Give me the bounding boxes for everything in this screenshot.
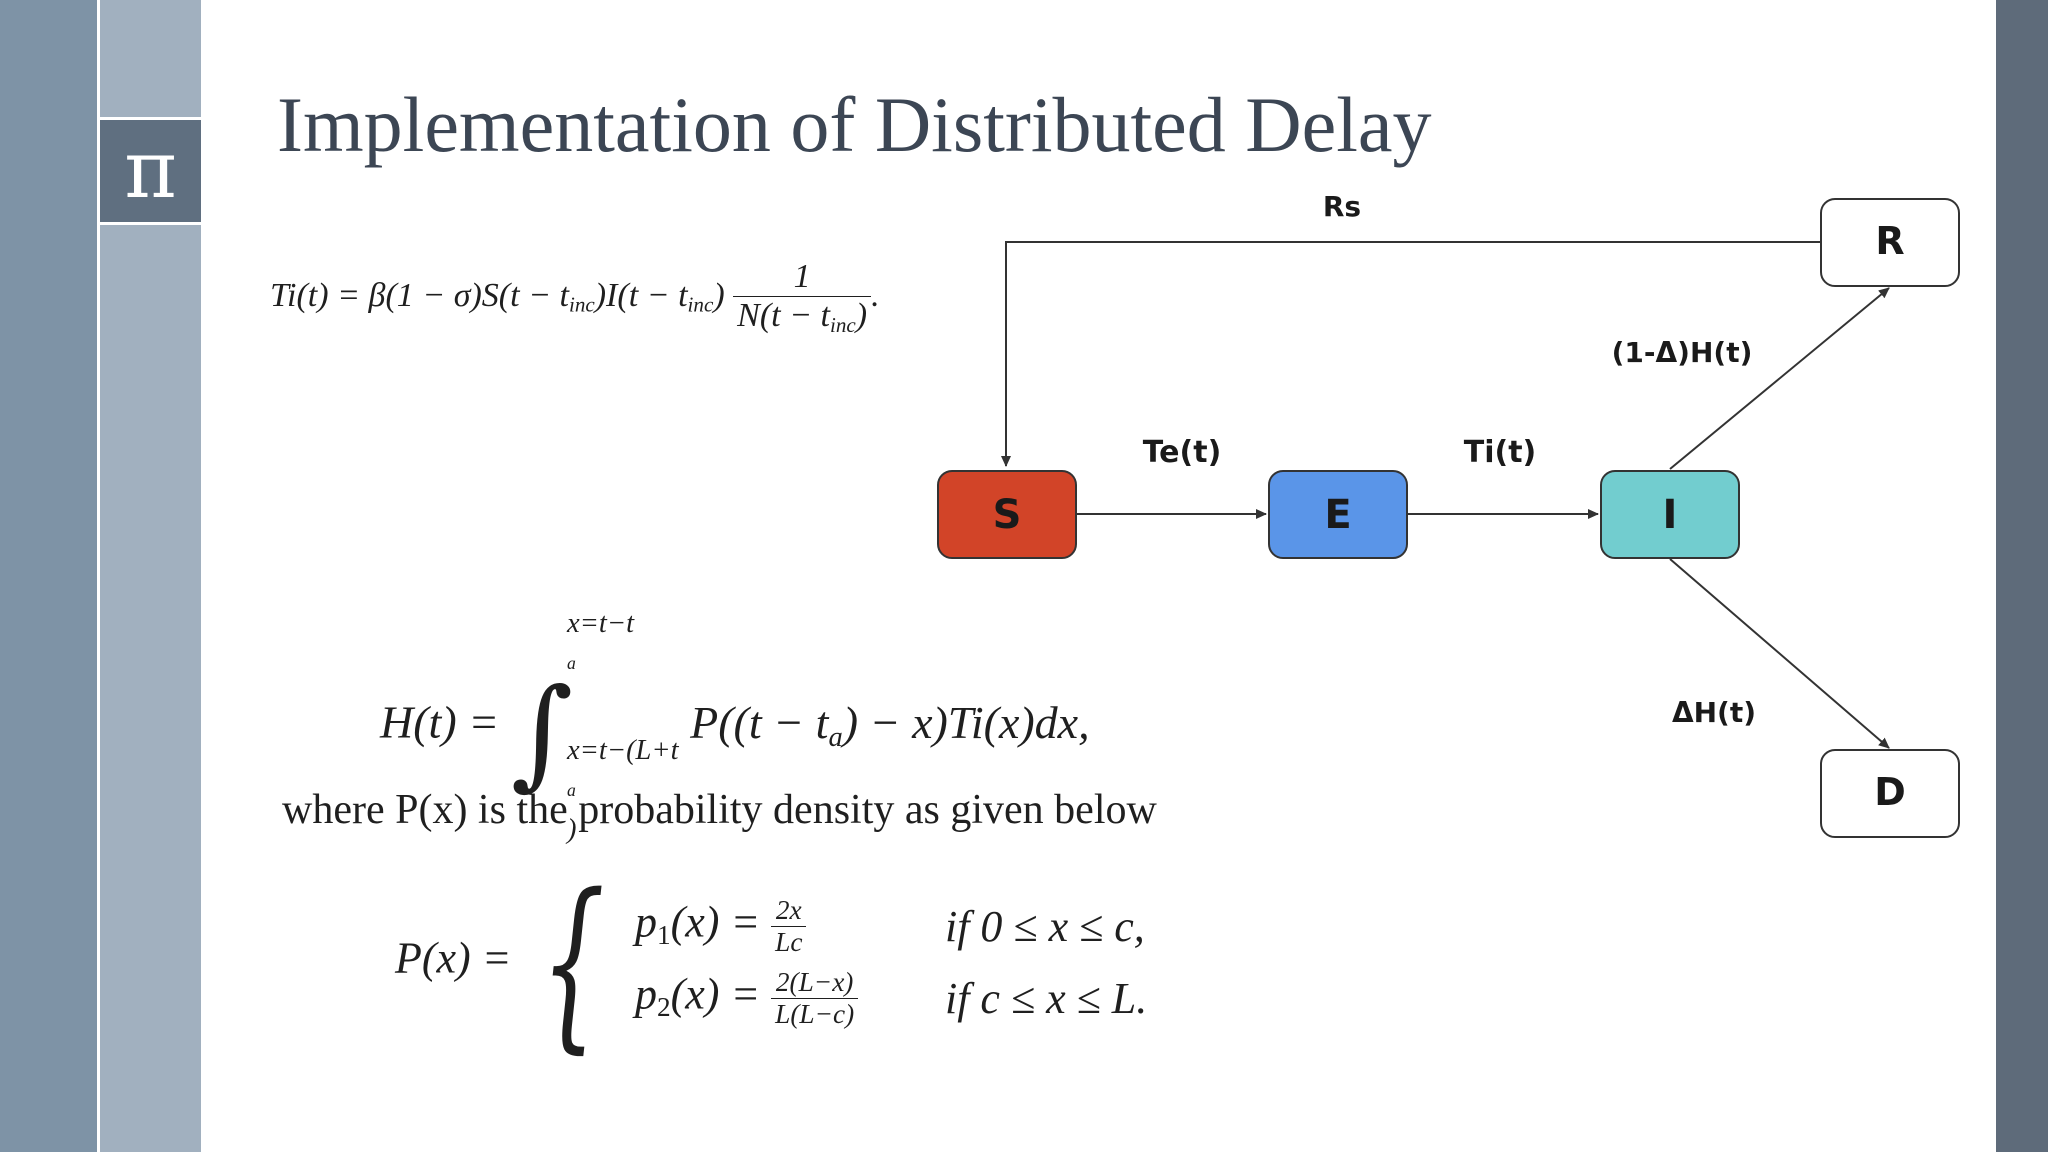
- eq-p1-condition: if 0 ≤ x ≤ c,: [944, 901, 1145, 951]
- eq-ti-sub3: inc: [829, 312, 856, 337]
- eq-h-lower-sub: a: [567, 780, 576, 801]
- left-brace: {: [540, 854, 606, 1070]
- where-text: where P(x) is the probability density as…: [282, 787, 1157, 833]
- eq-ti-after: ): [713, 276, 725, 314]
- equation-ti: Ti(t) = β(1 − σ)S(t − tinc)I(t − tinc) 1…: [270, 258, 880, 338]
- eq-ti-sub1: inc: [568, 292, 595, 317]
- eq-h-body-sub: a: [828, 721, 843, 753]
- edge-label-te: Te(t): [1143, 435, 1222, 470]
- edge-i-r: [1669, 287, 1890, 470]
- right-decor-band: [1996, 0, 2048, 1152]
- node-s: S: [937, 470, 1077, 559]
- eq-p1-den: Lc: [775, 926, 803, 957]
- eq-ti-denominator: N(t − tinc): [733, 297, 871, 338]
- eq-p2-num: 2(L−x): [771, 967, 859, 999]
- eq-p-lhs: P(x) =: [395, 933, 512, 983]
- eq-ti-sub2: inc: [687, 292, 714, 317]
- eq-p2-fn: p: [634, 969, 657, 1019]
- eq-h-upper: x=t−t a: [567, 600, 679, 679]
- node-i-label: I: [1663, 492, 1678, 538]
- eq-p1-fn: p: [634, 897, 657, 947]
- node-s-label: S: [993, 492, 1022, 538]
- eq-h-lhs: H(t) =: [380, 696, 500, 748]
- node-e: E: [1268, 470, 1408, 559]
- edge-label-1-delta-h: (1-Δ)H(t): [1612, 336, 1753, 369]
- edge-label-ti: Ti(t): [1464, 435, 1537, 470]
- node-e-label: E: [1324, 492, 1351, 538]
- eq-h-upper-text: x=t−t: [567, 608, 634, 639]
- slide-title: Implementation of Distributed Delay: [277, 81, 1432, 168]
- eq-h-body-b: ) − x)Ti(x)dx,: [842, 696, 1090, 748]
- eq-ti-den-b: ): [855, 297, 868, 334]
- eq-p1-eq: (x) =: [670, 897, 761, 947]
- eq-p2-fraction: 2(L−x)L(L−c): [771, 967, 859, 1030]
- edge-r-s: [1001, 241, 1820, 467]
- pi-icon: π: [97, 117, 201, 225]
- eq-h-lower-close: ): [567, 813, 577, 845]
- edge-label-rs: Rs: [1323, 190, 1361, 223]
- edge-i-d: [1669, 558, 1890, 749]
- eq-h-lower: x=t−(L+t a): [567, 727, 679, 854]
- eq-h-upper-sub: a: [567, 653, 576, 674]
- node-r: R: [1820, 198, 1960, 287]
- eq-ti-fraction: 1 N(t − tinc): [733, 258, 872, 338]
- eq-p1-num: 2x: [771, 895, 807, 927]
- eq-ti-lhs: Ti(t) = β(1 − σ)S(t − t: [270, 276, 569, 314]
- eq-p2-eq: (x) =: [670, 969, 761, 1019]
- eq-ti-numerator: 1: [733, 258, 872, 297]
- eq-h-body-a: P((t − t: [690, 696, 829, 748]
- eq-p2-idx: 2: [656, 992, 671, 1023]
- node-i: I: [1600, 470, 1740, 559]
- edge-label-delta-h: ΔH(t): [1672, 696, 1756, 729]
- node-d: D: [1820, 749, 1960, 838]
- left-decor-band: [0, 0, 97, 1152]
- node-d-label: D: [1874, 770, 1906, 814]
- eq-p2-condition: if c ≤ x ≤ L.: [944, 973, 1148, 1023]
- node-r-label: R: [1875, 219, 1904, 263]
- eq-ti-mid: )I(t − t: [594, 276, 688, 314]
- eq-h-lower-text: x=t−(L+t: [567, 735, 679, 766]
- eq-h-body: P((t − ta) − x)Ti(x)dx,: [690, 696, 1090, 753]
- eq-p1-idx: 1: [656, 920, 671, 951]
- eq-ti-period: .: [871, 276, 880, 314]
- integral-symbol: ∫: [510, 663, 573, 803]
- eq-p-case-2: p2(x) = 2(L−x)L(L−c) if c ≤ x ≤ L.: [635, 962, 1147, 1034]
- eq-ti-den-a: N(t − t: [737, 297, 830, 334]
- eq-p2-den: L(L−c): [775, 998, 855, 1029]
- eq-h-limits: x=t−t a x=t−(L+t a): [567, 600, 679, 854]
